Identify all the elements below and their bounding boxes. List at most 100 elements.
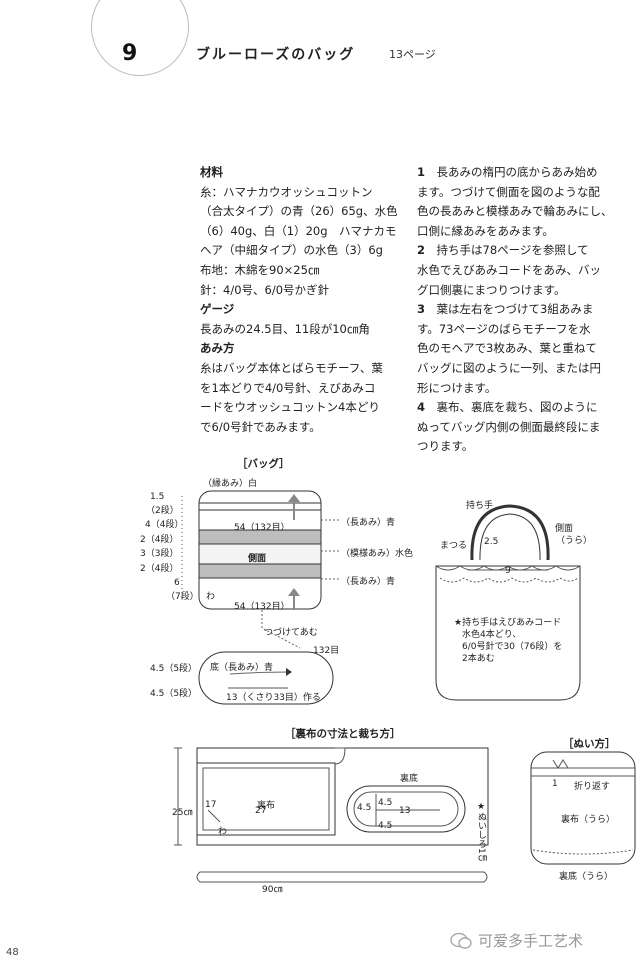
materials-heading: 材料 — [200, 165, 223, 179]
step-number: 1 — [417, 165, 426, 179]
gauge-text: 長あみの24.5目、11段が10㎝角 — [200, 321, 370, 336]
method-line: で6/0号針であみます。 — [200, 419, 321, 434]
step-line: 葉は左右をつづけて3組あみま — [436, 302, 594, 317]
gauge-heading: ゲージ — [200, 302, 235, 317]
side-label: 側面 — [555, 524, 574, 534]
method-line: ードをウオッシュコットン4本どり — [200, 400, 380, 415]
step-line: ます。つづけて側面を図のような配 — [417, 184, 600, 199]
step-number: 2 — [417, 243, 426, 258]
materials-line: （6）40g、白（1）20g ハマナカモ — [200, 223, 397, 238]
step-line: 長あみの楕円の底からあみ始め — [436, 165, 598, 179]
dim-label: 2（4段） — [140, 564, 179, 574]
continue-label: つづけてあむ — [264, 628, 318, 638]
sewing-heading: ［ぬい方］ — [563, 738, 616, 750]
height-dim: 25㎝ — [172, 808, 193, 818]
dim-13: 13 — [399, 806, 411, 816]
watermark: 可爱多手工艺术 — [450, 930, 583, 951]
stitch-label: （模様あみ）水色 — [341, 549, 414, 559]
bag-heading: ［バッグ］ — [237, 458, 290, 470]
base-label: 底（長あみ）青 — [210, 663, 274, 673]
materials-line: 布地：木綿を90×25㎝ — [200, 262, 320, 277]
page-number: 48 — [6, 947, 19, 958]
top-count: 54（132目） — [234, 523, 290, 533]
step-line: す。73ページのばらモチーフを水 — [417, 321, 591, 336]
step-line: 色のモヘアで3枚あみ、葉と重ねて — [417, 341, 597, 356]
dim-label: （7段） — [166, 592, 199, 602]
dim-45: 4.5 — [378, 798, 393, 808]
wechat-icon — [450, 932, 472, 949]
step-line: 形につけます。 — [417, 380, 497, 395]
stitch-label: （長あみ）青 — [341, 577, 396, 587]
handle-dim: 2.5 — [484, 537, 499, 547]
step-number: 4 — [417, 400, 426, 415]
fold-label: 折り返す — [574, 782, 611, 792]
step-line: 口側に縁あみをあみます。 — [417, 223, 554, 238]
step-line: 持ち手は78ページを参照して — [436, 243, 589, 258]
chapter-circle — [91, 0, 189, 76]
dim-17: 17 — [205, 800, 217, 810]
step-line: 裏布、裏底を裁ち、図のように — [436, 400, 598, 415]
sewing-bottom-label: 裏底（うら） — [559, 872, 614, 882]
step-line: グ口側裏にまつりつけます。 — [417, 282, 566, 297]
steps-column: 1 長あみの楕円の底からあみ始め ます。つづけて側面を図のような配 色の長あみと… — [417, 163, 613, 457]
page-reference: 13ページ — [389, 48, 436, 61]
handle-note: 2本あむ — [462, 654, 495, 664]
step-line: 水色でえびあみコードをあみ、バッ — [417, 262, 601, 277]
base-dim: 4.5（5段） — [150, 689, 198, 699]
finished-bag — [435, 565, 581, 701]
step-line: つります。 — [417, 439, 474, 454]
dim-45: 4.5 — [357, 803, 372, 813]
watermark-text: 可爱多手工艺术 — [478, 932, 584, 950]
bag-band-dark — [198, 563, 322, 579]
base-dim: 4.5（5段） — [150, 664, 198, 674]
step-number: 3 — [417, 302, 426, 317]
materials-line: （合太タイプ）の青（26）65g、水色 — [200, 204, 398, 219]
width-dim: 90㎝ — [262, 885, 283, 895]
materials-line: 糸：ハマナカウオッシュコットン — [200, 184, 373, 199]
lining-piece — [196, 762, 336, 836]
dim-label: 2（4段） — [140, 535, 179, 545]
side-sub-label: （うら） — [556, 536, 593, 546]
base-count: 132目 — [313, 646, 340, 656]
dim-label: 1.5 — [150, 492, 165, 502]
dim-label: 4（4段） — [145, 520, 184, 530]
bottom-label: 裏底 — [400, 774, 419, 784]
edge-label: （縁あみ）白 — [203, 479, 258, 489]
lining-label: 裏布 — [257, 801, 276, 811]
lining-heading: ［裏布の寸法と裁ち方］ — [285, 728, 401, 740]
step-line: ぬってバッグ内側の側面最終段にま — [417, 419, 601, 434]
handle-label: 持ち手 — [466, 501, 494, 511]
wa-label: わ — [206, 592, 216, 602]
wa-label: わ — [218, 827, 228, 837]
bottom-count: 54（132目） — [234, 602, 290, 612]
dim-45: 4.5 — [378, 821, 393, 831]
sewing-lining — [530, 751, 636, 865]
dim-27: 27 — [255, 806, 267, 816]
step-line: バッグに図のように一列、または円 — [417, 360, 601, 375]
chain-label: 13（くさり33目）作る — [226, 693, 321, 703]
matsuru-label: まつる — [440, 541, 468, 551]
bottom-piece — [346, 785, 466, 833]
materials-line: ヘア（中細タイプ）の水色（3）6g — [200, 243, 383, 258]
chapter-number: 9 — [122, 41, 138, 66]
handle-outline — [470, 504, 550, 561]
handle-note: 水色4本どり、 — [462, 630, 522, 640]
bag-base — [198, 651, 334, 705]
dim-label: 6 — [174, 578, 180, 588]
dim-label: （2段） — [146, 506, 179, 516]
materials-column: 材料 糸：ハマナカウオッシュコットン （合太タイプ）の青（26）65g、水色 （… — [200, 163, 398, 437]
method-line: を1本どりで4/0号針、えびあみコ — [200, 380, 376, 395]
dim-label: 3（3段） — [140, 549, 179, 559]
dim-1: 1 — [552, 779, 558, 789]
method-line: 糸はバッグ本体とばらモチーフ、葉 — [200, 360, 383, 375]
stitch-label: （長あみ）青 — [341, 518, 396, 528]
sewing-lining-label: 裏布（うら） — [561, 815, 616, 825]
page-title: ブルーローズのバッグ — [196, 47, 356, 63]
handle-dim: 9 — [505, 566, 511, 576]
seam-allowance: ★ぬいしろ1㎝ — [476, 802, 486, 863]
handle-note: ★持ち手はえびあみコード — [454, 618, 562, 628]
handle-note: 6/0号針で30（76段）を — [462, 642, 563, 652]
step-line: 色の長あみと模様あみで輪あみにし、 — [417, 204, 613, 219]
materials-line: 針：4/0号、6/0号かぎ針 — [200, 282, 330, 297]
